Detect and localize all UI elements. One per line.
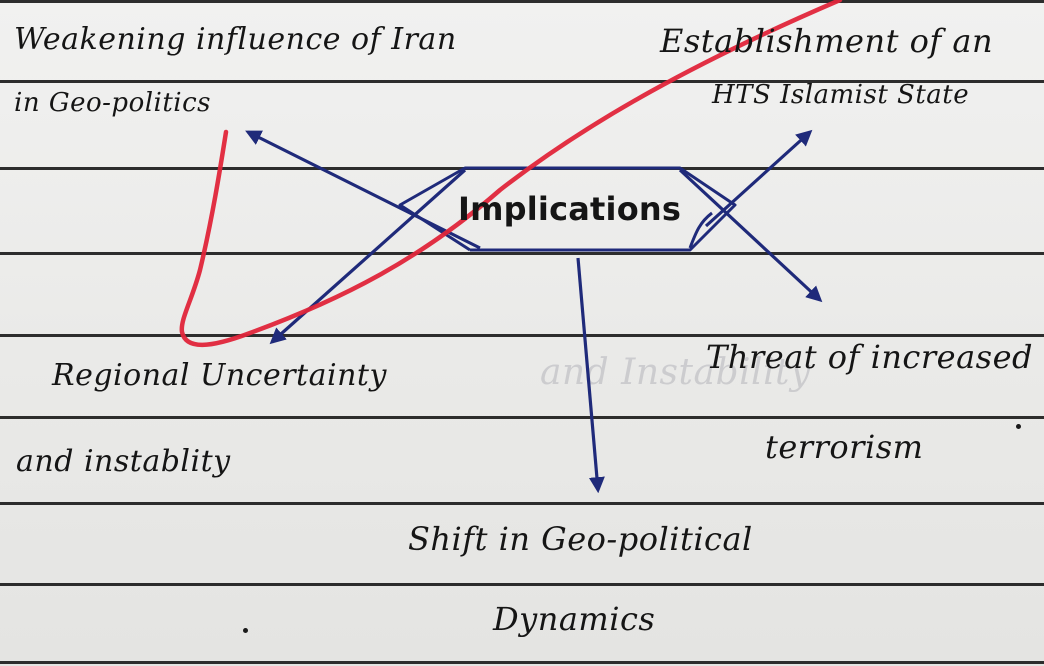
node-terrorism-line2: terrorism bbox=[765, 428, 924, 466]
ruled-line bbox=[0, 252, 1044, 255]
ruled-line bbox=[0, 661, 1044, 664]
node-regional-uncertainty-line2: and instablity bbox=[16, 444, 231, 479]
arrow-to-terrorism bbox=[678, 168, 823, 303]
center-shape-inner-curve bbox=[688, 211, 713, 249]
node-hts-state-line2: HTS Islamist State bbox=[712, 80, 970, 110]
ruled-line bbox=[0, 80, 1044, 83]
ruled-line bbox=[0, 502, 1044, 505]
node-terrorism-line1: Threat of increased bbox=[706, 338, 1033, 376]
node-hts-state-line1: Establishment of an bbox=[660, 22, 994, 60]
arrow-to-regional-uncertainty bbox=[269, 168, 467, 345]
arrow-to-geo-political-shift bbox=[576, 257, 605, 494]
center-shape bbox=[398, 166, 737, 252]
node-weakening-influence-line2: in Geo-politics bbox=[14, 88, 212, 118]
ruled-line bbox=[0, 0, 1044, 3]
center-label: Implications bbox=[458, 190, 682, 228]
arrow-to-weakening-influence bbox=[245, 130, 481, 250]
ruled-line bbox=[0, 416, 1044, 419]
red-annotation-stroke bbox=[179, 0, 843, 348]
node-regional-uncertainty-line1: Regional Uncertainty bbox=[52, 358, 387, 393]
ink-dot bbox=[243, 628, 248, 633]
ruled-line bbox=[0, 334, 1044, 337]
ghost-text: and Instability bbox=[540, 352, 811, 393]
ruled-line bbox=[0, 583, 1044, 586]
arrow-to-hts-state bbox=[704, 129, 813, 228]
ink-dot bbox=[1016, 424, 1021, 429]
node-geo-political-shift-line2: Dynamics bbox=[493, 600, 656, 638]
node-geo-political-shift-line1: Shift in Geo-political bbox=[408, 520, 753, 558]
node-weakening-influence-line1: Weakening influence of Iran bbox=[14, 22, 457, 57]
